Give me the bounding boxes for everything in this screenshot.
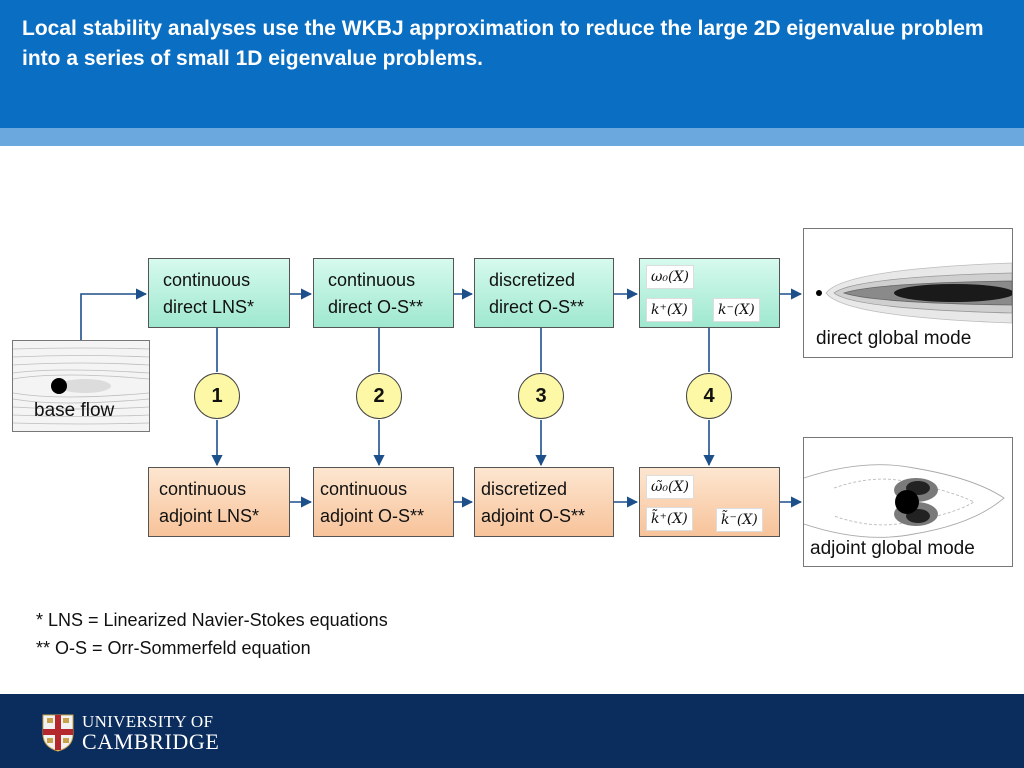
wordmark-line1: UNIVERSITY OF <box>82 712 214 731</box>
direct-global-mode-image <box>803 228 1013 358</box>
adjoint-os-line2: adjoint O-S** <box>320 506 425 526</box>
footer-bar <box>0 694 1024 768</box>
discretized-adjoint-line1: discretized <box>481 479 568 499</box>
direct-os-box: continuous direct O-S** <box>313 258 454 328</box>
direct-kminus-symbol: k⁻(X) <box>713 298 760 322</box>
adjoint-kplus-symbol: k̃⁺(X) <box>646 507 693 531</box>
direct-lns-line2: direct LNS* <box>163 297 255 317</box>
discretized-adjoint-os-box: discretized adjoint O-S** <box>474 467 614 537</box>
wordmark-line2: CAMBRIDGE <box>82 729 220 754</box>
discretized-adjoint-line2: adjoint O-S** <box>481 506 586 526</box>
adjoint-lns-line1: continuous <box>159 479 247 499</box>
crest-shield <box>42 714 74 752</box>
direct-os-line1: continuous <box>328 270 416 290</box>
base-flow-streamlines <box>13 341 149 431</box>
direct-kplus-symbol: k⁺(X) <box>646 298 693 322</box>
university-wordmark: UNIVERSITY OF CAMBRIDGE <box>82 712 219 753</box>
discretized-direct-line2: direct O-S** <box>489 297 585 317</box>
direct-os-line2: direct O-S** <box>328 297 424 317</box>
step-circle-4: 4 <box>686 373 732 419</box>
adjoint-kminus-symbol: k̃⁻(X) <box>716 508 763 532</box>
discretized-direct-os-box: discretized direct O-S** <box>474 258 614 328</box>
header-bar <box>0 0 1024 128</box>
adjoint-os-box: continuous adjoint O-S** <box>313 467 454 537</box>
adjoint-lns-box: continuous adjoint LNS* <box>148 467 290 537</box>
adjoint-global-mode-label: adjoint global mode <box>810 538 975 559</box>
direct-lns-line1: continuous <box>163 270 251 290</box>
adjoint-global-mode-image <box>803 437 1013 567</box>
base-flow-label: base flow <box>34 400 115 421</box>
footnote-lns: * LNS = Linearized Navier-Stokes equatio… <box>36 610 388 630</box>
header-band <box>0 128 1024 146</box>
adjoint-global-mode-contours <box>804 438 1012 566</box>
step-circle-1: 1 <box>194 373 240 419</box>
direct-global-mode-label: direct global mode <box>816 328 972 349</box>
base-flow-image <box>12 340 150 432</box>
footnote-os: ** O-S = Orr-Sommerfeld equation <box>36 638 311 658</box>
cambridge-crest-icon <box>42 714 74 757</box>
adjoint-lns-line2: adjoint LNS* <box>159 506 260 526</box>
step-circle-3: 3 <box>518 373 564 419</box>
direct-lns-box: continuous direct LNS* <box>148 258 290 328</box>
discretized-direct-line1: discretized <box>489 270 576 290</box>
adjoint-os-line1: continuous <box>320 479 408 499</box>
adjoint-omega-symbol: ω̃₀(X) <box>646 475 694 499</box>
direct-omega-symbol: ω₀(X) <box>646 265 694 289</box>
slide-title: Local stability analyses use the WKBJ ap… <box>22 17 984 70</box>
direct-global-mode-contours <box>804 229 1012 357</box>
step-circle-2: 2 <box>356 373 402 419</box>
